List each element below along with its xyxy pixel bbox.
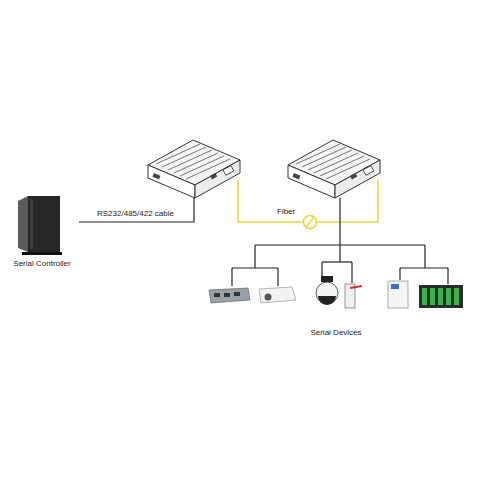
edge-label: Fiber bbox=[277, 207, 295, 217]
fiber-link bbox=[238, 180, 378, 222]
device-group: Serial Devices bbox=[200, 262, 472, 338]
serial-controller: Serial Controller bbox=[5, 195, 79, 269]
serial-converter bbox=[148, 140, 240, 198]
node-label: Serial Controller bbox=[5, 259, 79, 269]
serial-converter bbox=[288, 140, 380, 198]
cable-line bbox=[339, 198, 340, 262]
edge-label: RS232/485/422 cable bbox=[97, 209, 174, 219]
node-label: Serial Devices bbox=[200, 328, 472, 338]
cable-line bbox=[79, 198, 194, 222]
